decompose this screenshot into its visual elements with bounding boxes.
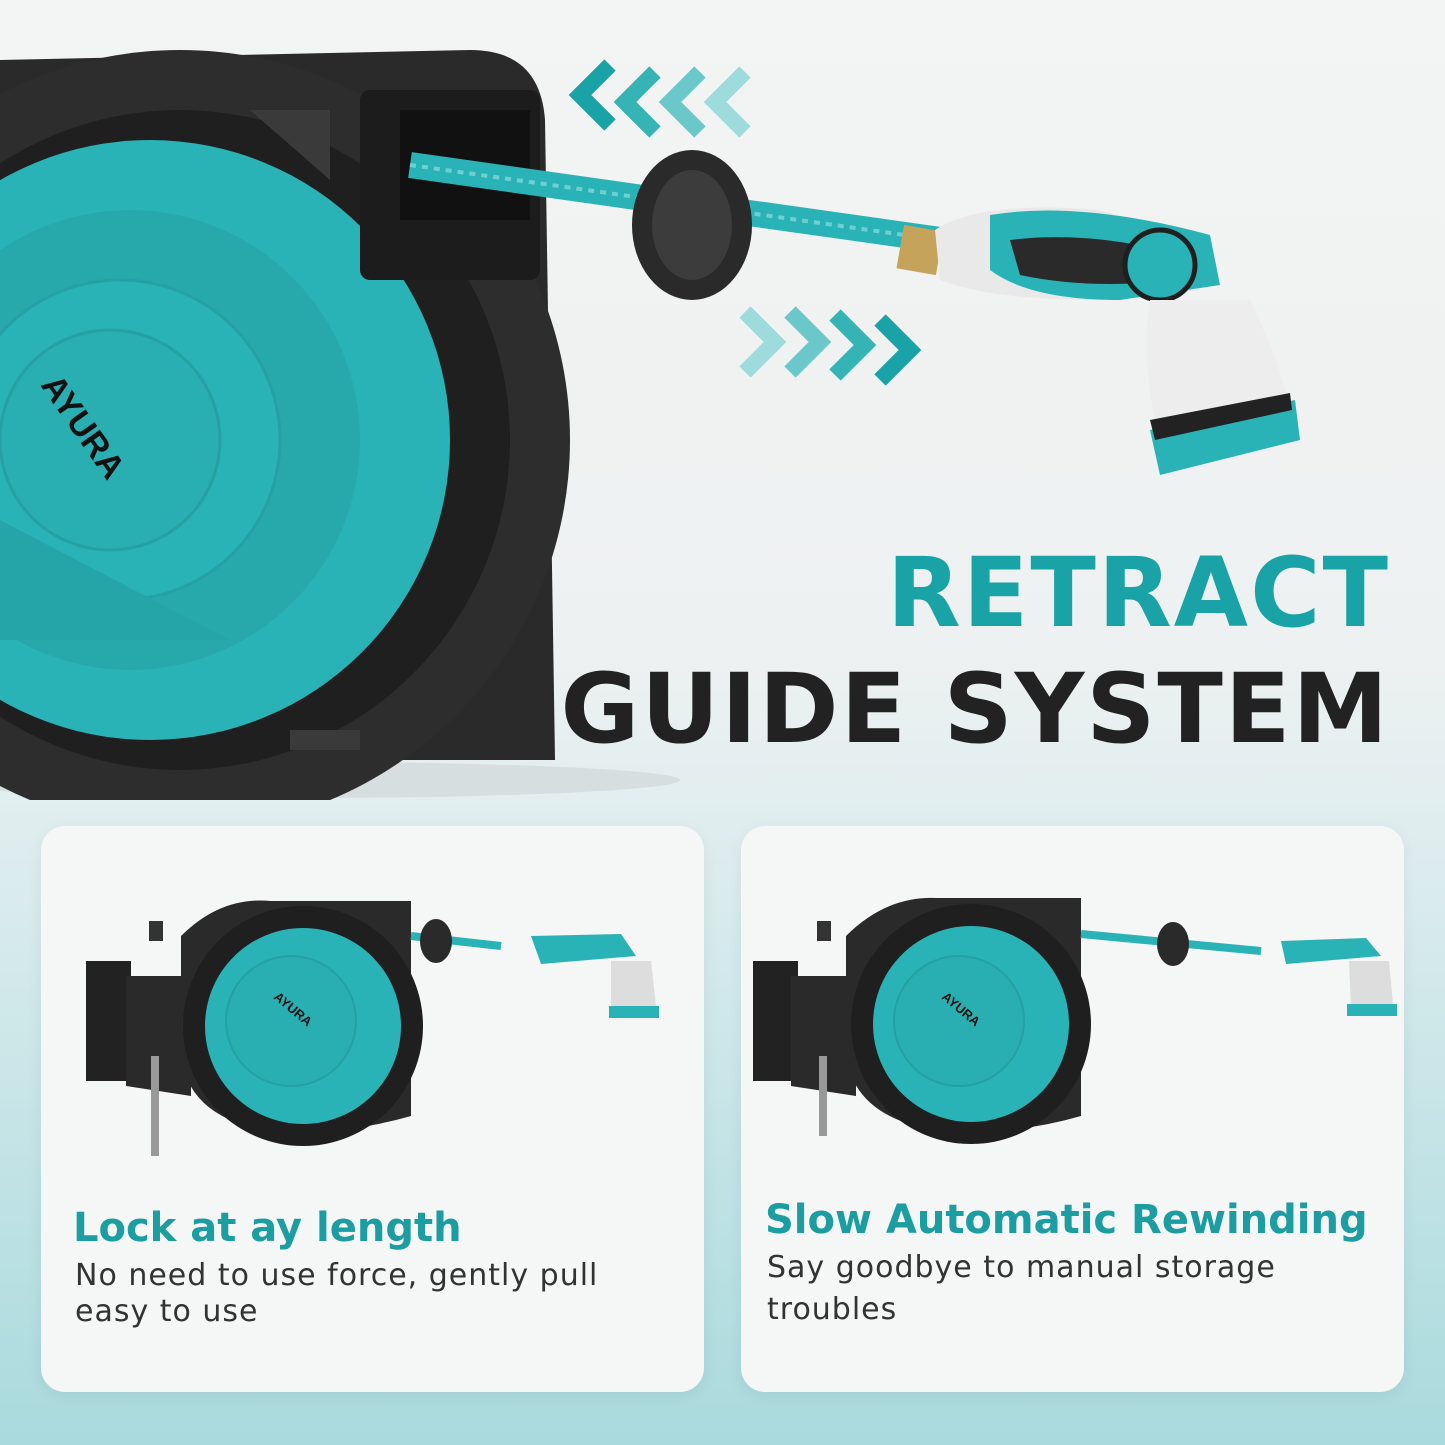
- feature-title: Lock at ay length: [73, 1205, 462, 1251]
- feature-description-line-1: Say goodbye to manual storage: [767, 1250, 1276, 1285]
- hose-stopper-image: [632, 150, 752, 300]
- wall-mounted-reel-image: AYURA: [86, 900, 659, 1156]
- feature-card-rewinding: AYURA Slow Automatic Rewinding Say goodb…: [741, 826, 1404, 1392]
- feature-description-line-1: No need to use force, gently pull: [75, 1258, 599, 1293]
- spray-nozzle-image: [896, 207, 1300, 475]
- wall-mounted-reel-image: AYURA: [753, 897, 1397, 1144]
- feature-title: Slow Automatic Rewinding: [765, 1197, 1368, 1243]
- feature-description-line-2: troubles: [767, 1292, 898, 1327]
- headline: RETRACT GUIDE SYSTEM: [560, 545, 1390, 757]
- chevron-left-arrows-icon: [568, 59, 751, 138]
- chevron-right-arrows-icon: [739, 306, 922, 386]
- hose-reel-hero-image: AYURA: [0, 50, 1300, 800]
- feature-card-lock: AYURA Lock at ay length No need to use f…: [41, 826, 704, 1392]
- headline-line-2: GUIDE SYSTEM: [560, 653, 1390, 765]
- hose-reel-image: [0, 50, 680, 800]
- feature-description-line-2: easy to use: [75, 1294, 259, 1329]
- headline-line-1: RETRACT: [886, 537, 1390, 649]
